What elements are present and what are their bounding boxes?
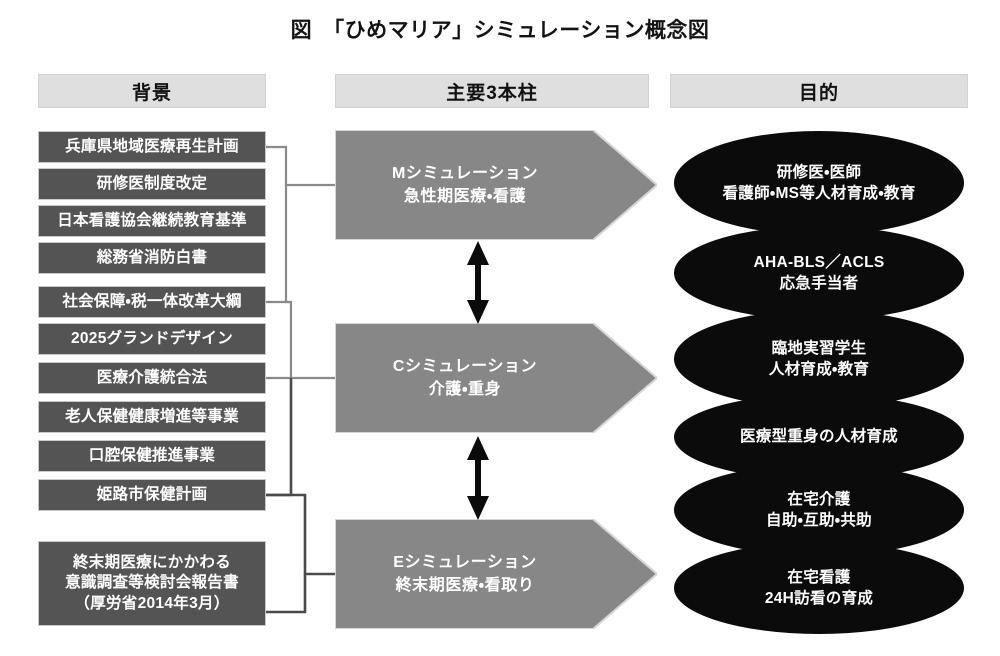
connector-group-lower (266, 378, 335, 614)
background-box-hyogo-plan[interactable]: 兵庫県地域医療再生計画 (38, 131, 266, 163)
background-box-line: 総務省消防白書 (96, 248, 208, 266)
purpose-line: 応急手当者 (779, 275, 859, 292)
purpose-ellipse-6[interactable]: 在宅看護 24H訪看の育成 (674, 542, 964, 634)
background-box-integration-law[interactable]: 医療介護統合法 (38, 362, 266, 394)
purpose-ellipse-1[interactable]: 研修医・医師 看護師・MS等人材育成・教育 (674, 131, 964, 235)
arrow-head-down (467, 300, 489, 324)
background-box-line: 姫路市保健計画 (96, 485, 208, 503)
background-box-line: 社会保障・税一体改革大綱 (62, 292, 242, 310)
arrow-head-up (467, 436, 489, 460)
pillar-e-simulation[interactable]: Eシミュレーション 終末期医療・看取り (335, 519, 657, 629)
pillar-m-simulation[interactable]: Mシミュレーション 急性期医療・看護 (335, 130, 657, 240)
purpose-line: 24H訪看の育成 (764, 590, 874, 607)
purpose-line: 医療型重身の人材育成 (739, 428, 898, 446)
purpose-line: 看護師・MS等人材育成・教育 (722, 185, 916, 202)
background-box-fire-whitepaper[interactable]: 総務省消防白書 (38, 242, 266, 274)
purpose-line: 研修医・医師 (776, 163, 862, 181)
background-box-line: 意識調査等検討会報告書 (65, 574, 239, 592)
connector-himeji-to-e (266, 493, 335, 576)
purpose-line: 在宅看護 (787, 568, 851, 586)
column-header-pillars: 主要3本柱 (335, 74, 649, 108)
purpose-line: 自助・互助・共助 (766, 512, 872, 529)
background-box-line: 口腔保健推進事業 (88, 446, 216, 464)
purpose-line: 臨地実習学生 (771, 339, 867, 357)
background-box-line: 2025グランドデザイン (70, 329, 234, 347)
column-header-purpose: 目的 (670, 74, 968, 108)
arrow-head-down (467, 496, 489, 520)
double-arrow-c-e (467, 436, 489, 520)
connector-spine-upper (284, 185, 290, 304)
background-box-line: （厚労省2014年3月） (74, 594, 230, 612)
background-box-line: 兵庫県地域医療再生計画 (65, 137, 239, 155)
connector-group-middle (266, 185, 335, 380)
purpose-ellipse-3[interactable]: 臨地実習学生 人材育成・教育 (674, 310, 964, 408)
background-box-himeji-plan[interactable]: 姫路市保健計画 (38, 479, 266, 511)
connector-hyogo-to-m (266, 145, 335, 187)
connector-group-top (266, 145, 335, 187)
connector-c-branch-to-himeji (266, 378, 293, 497)
pillar-c-simulation[interactable]: Cシミュレーション 介護・重身 (335, 323, 657, 433)
purpose-ellipse-5[interactable]: 在宅介護 自助・互助・共助 (674, 464, 964, 556)
connector-terminal-to-e (266, 574, 307, 614)
purpose-line: 在宅介護 (787, 490, 851, 508)
connector-tax-to-c (266, 300, 335, 380)
background-box-line: 医療介護統合法 (96, 368, 208, 386)
page-title: 図 「ひめマリア」シミュレーション概念図 (290, 19, 710, 42)
background-box-jna-standard[interactable]: 日本看護協会継続教育基準 (38, 205, 266, 237)
background-box-line: 日本看護協会継続教育基準 (57, 211, 247, 229)
purpose-line: 人材育成・教育 (768, 361, 870, 378)
background-box-oral-health[interactable]: 口腔保健推進事業 (38, 440, 266, 472)
purpose-ellipse-2[interactable]: AHA-BLS／ACLS 応急手当者 (674, 226, 964, 320)
column-header-background: 背景 (38, 74, 266, 108)
background-box-resident-system[interactable]: 研修医制度改定 (38, 168, 266, 200)
background-box-grand-design-2025[interactable]: 2025グランドデザイン (38, 323, 266, 355)
purpose-line: AHA-BLS／ACLS (753, 253, 885, 271)
background-box-elderly-health[interactable]: 老人保健健康増進等事業 (38, 401, 266, 433)
background-box-tax-reform[interactable]: 社会保障・税一体改革大綱 (38, 286, 266, 318)
background-box-line: 老人保健健康増進等事業 (65, 407, 239, 425)
background-box-terminal-report[interactable]: 終末期医療にかかわる 意識調査等検討会報告書 （厚労省2014年3月） (38, 541, 266, 626)
arrow-head-up (467, 241, 489, 265)
double-arrow-m-c (467, 241, 489, 324)
background-box-line: 終末期医療にかかわる (72, 553, 231, 571)
background-box-line: 研修医制度改定 (96, 174, 208, 192)
